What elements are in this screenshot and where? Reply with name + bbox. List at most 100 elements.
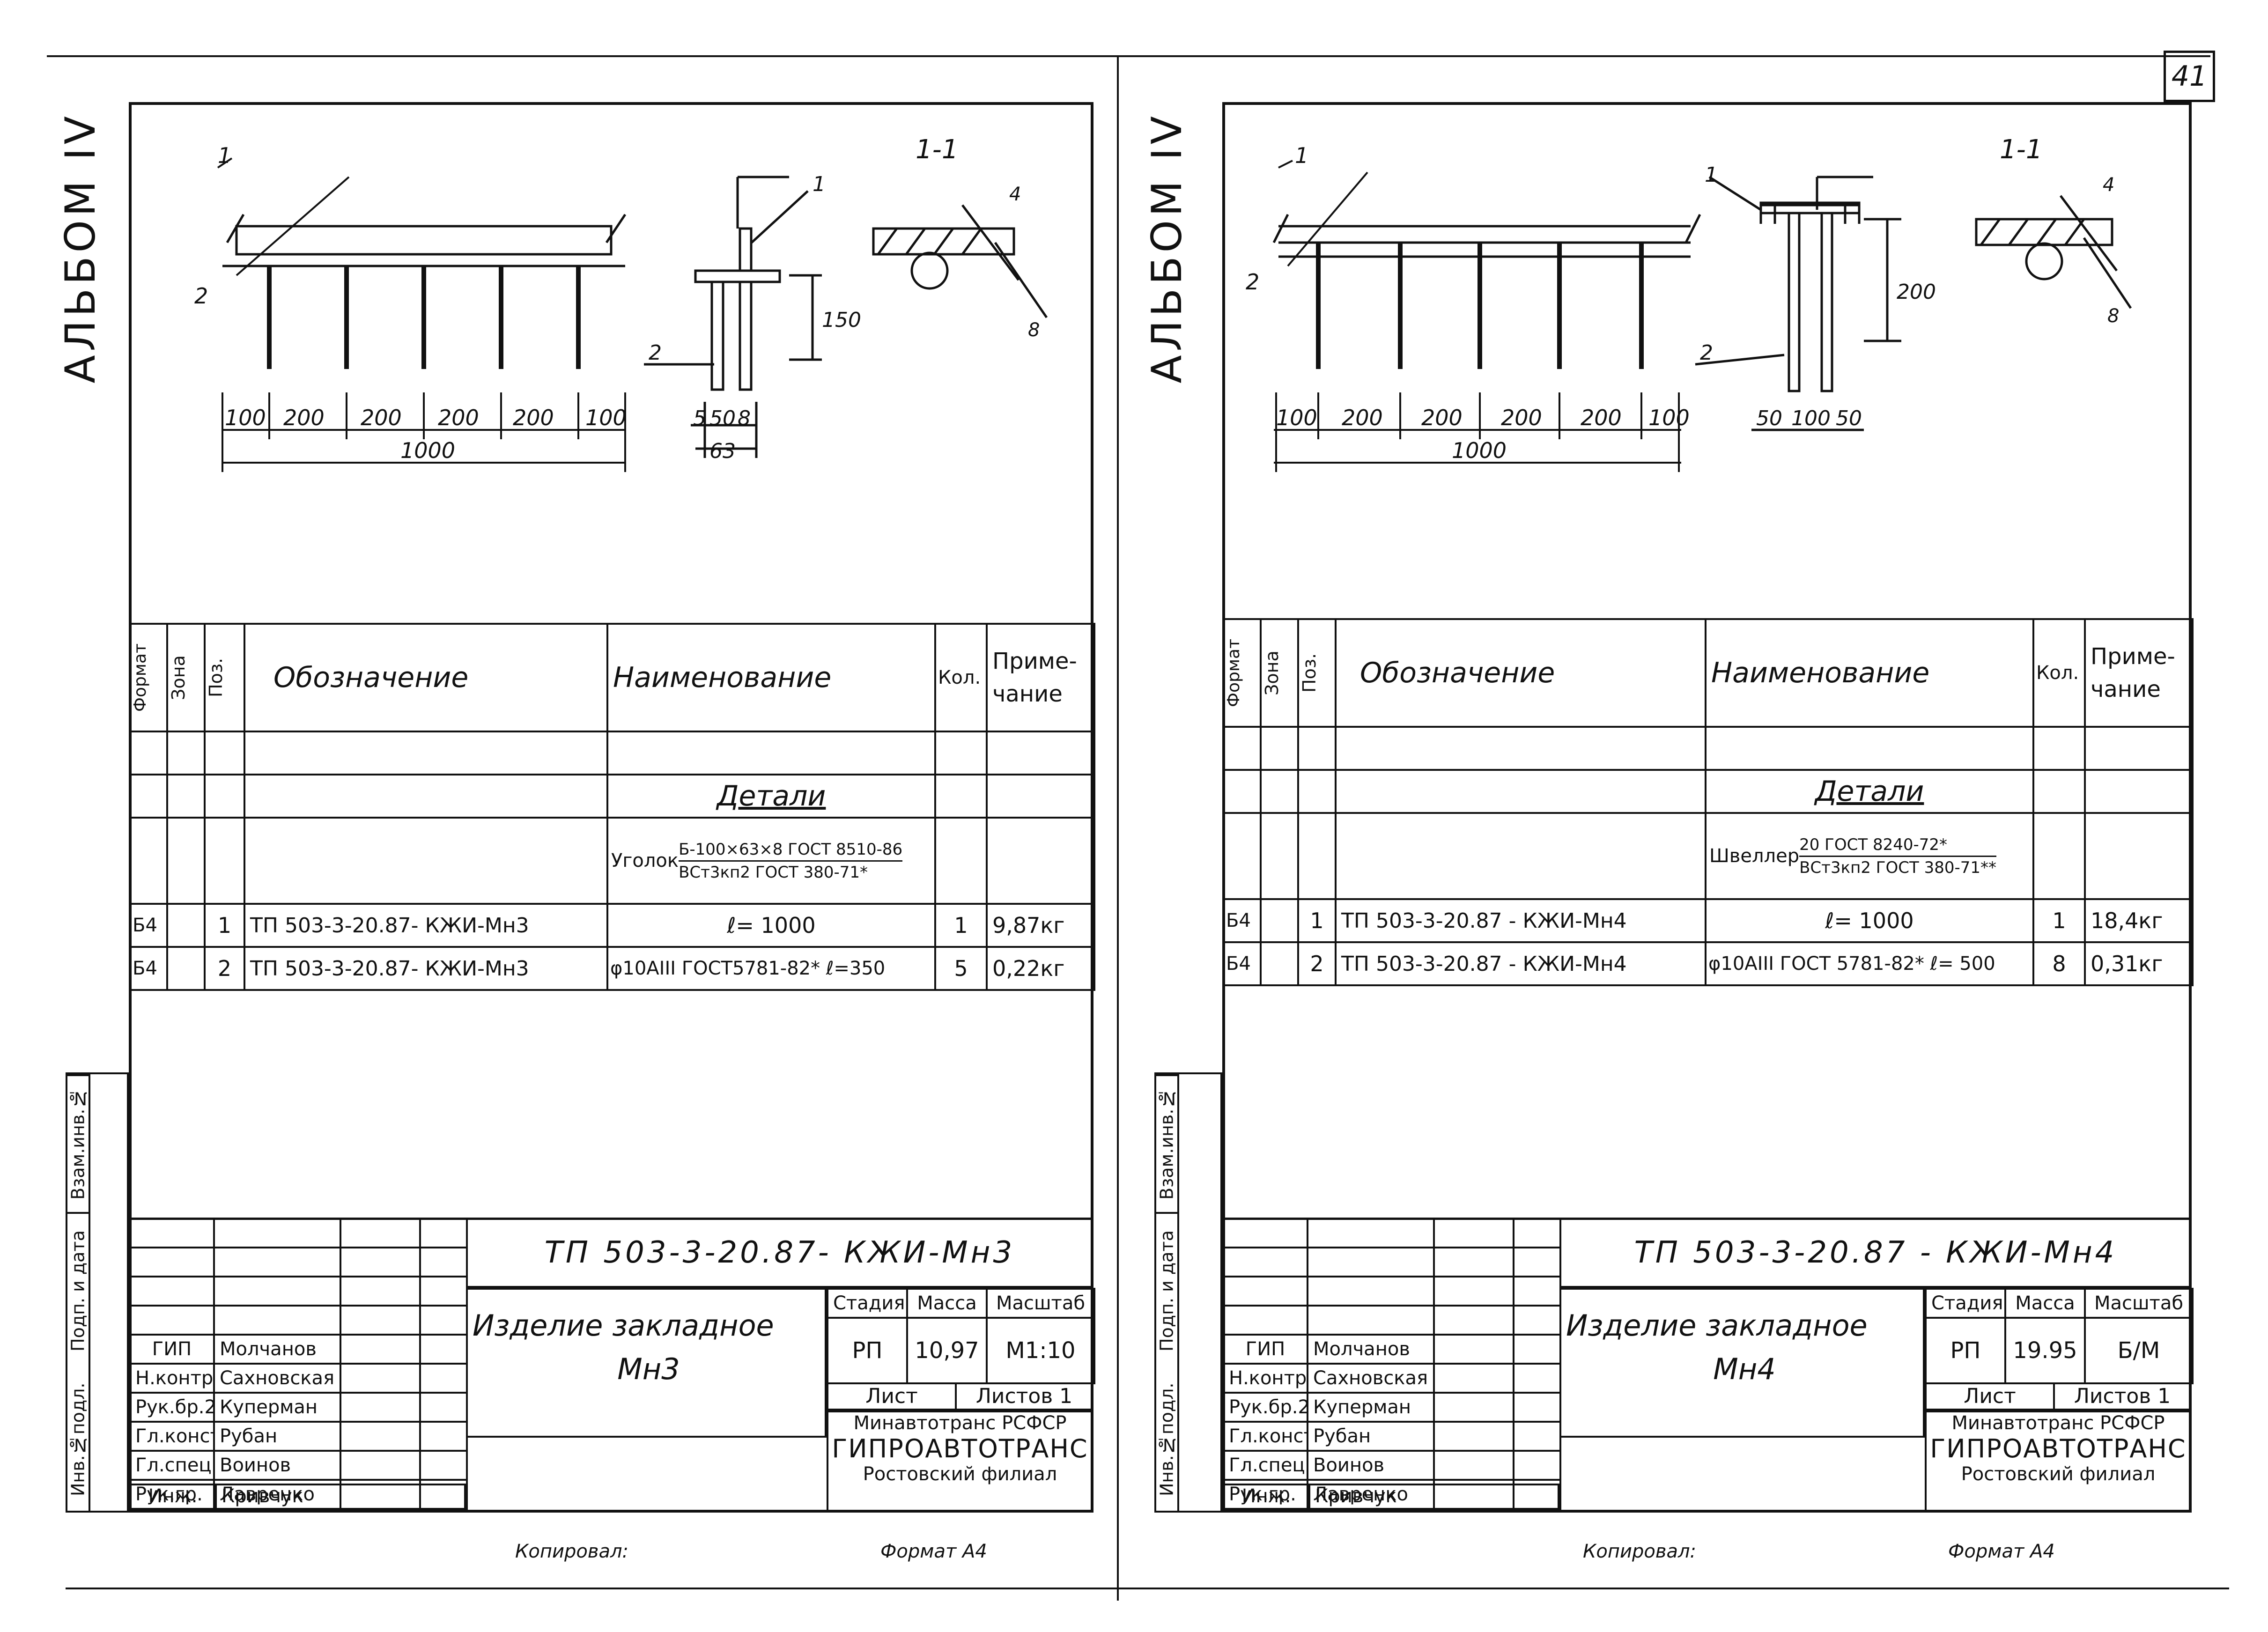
table-cell — [244, 817, 608, 905]
table-cell — [1433, 1363, 1514, 1394]
specification-table: Формат Зона Поз. Обозначение Наименовани… — [1222, 618, 2194, 986]
table-cell: Гл.констр — [1222, 1421, 1308, 1452]
table-cell: φ10АIII ГОСТ 5781-82* ℓ= 500 — [1705, 941, 2034, 986]
plan-dim-1: 100 — [1276, 405, 1317, 430]
table-cell: Рубан — [213, 1421, 341, 1452]
table-cell — [244, 731, 608, 775]
section-view — [1695, 176, 1901, 431]
table-cell — [1513, 1276, 1561, 1307]
table-cell — [1433, 1421, 1514, 1452]
embed-part-drawing: 100 200 200 200 200 100 1000 1 2 1 — [1246, 134, 2132, 472]
table-cell — [1433, 1450, 1514, 1481]
format-label: Формат А4 — [880, 1541, 987, 1562]
hdr-note: Приме-чание — [2084, 618, 2194, 728]
material-profile: Б-100×63×8 ГОСТ 8510-86 — [679, 839, 903, 862]
table-cell — [1513, 1305, 1561, 1336]
table-cell: РП — [827, 1317, 908, 1384]
table-cell — [1260, 898, 1299, 943]
table-cell — [244, 774, 608, 819]
section-height-dim: 150 — [822, 308, 861, 332]
section-dim-3: 50 — [1836, 406, 1862, 430]
table-cell — [934, 774, 988, 819]
spec-row-1: Б4 1 ТП 503-3-20.87- КЖИ-Мн3 ℓ= 1000 1 9… — [129, 903, 1095, 948]
table-cell — [1433, 1334, 1514, 1365]
spec-header-row: Формат Зона Поз. Обозначение Наименовани… — [1222, 618, 2194, 728]
table-cell: Масштаб — [2084, 1288, 2194, 1319]
side-stamp: Взам.инв.№ Подп. и дата Инв.№подл. — [1154, 1072, 1222, 1513]
title-name-line2: Мн4 — [1713, 1352, 1776, 1386]
section-dim-2: 50 — [709, 406, 736, 430]
table-cell: ℓ= 1000 — [1705, 898, 2034, 943]
title-name: Изделие закладное Мн4 — [1559, 1288, 1925, 1438]
table-cell — [166, 903, 206, 948]
table-cell: Б4 — [1222, 898, 1262, 943]
table-cell — [2084, 726, 2194, 771]
plan-dim-4: 200 — [1501, 405, 1542, 430]
stamp-sign-date: Подп. и дата — [67, 1212, 89, 1368]
table-cell: Б4 — [129, 903, 168, 948]
page-top-rule — [47, 55, 2210, 57]
table-cell — [1260, 769, 1299, 814]
stamp-sign-date: Подп. и дата — [1156, 1212, 1177, 1368]
table-cell: 1 — [2032, 898, 2086, 943]
stamp-inv-orig: Инв.№подл. — [67, 1382, 89, 1497]
stamp-inv-replace: Взам.инв.№ — [67, 1074, 89, 1212]
plan-dim-2: 200 — [283, 405, 325, 430]
table-cell: 2 — [1297, 941, 1337, 986]
table-cell — [1297, 812, 1337, 900]
weld-leg-label: 4 — [2103, 174, 2114, 196]
table-cell: ТП 503-3-20.87- КЖИ-Мн3 — [244, 903, 608, 948]
table-cell: 10,97 — [906, 1317, 988, 1384]
table-cell — [1513, 1392, 1561, 1423]
cut-label: 1-1 — [2000, 134, 2042, 165]
table-cell — [1222, 1218, 1308, 1248]
album-label: АЛЬБОМ IV — [56, 112, 104, 384]
table-cell: 1 — [1297, 898, 1337, 943]
table-cell — [129, 1305, 215, 1336]
table-cell — [1260, 726, 1299, 771]
table-cell — [1433, 1218, 1514, 1248]
hdr-zone: Зона — [1260, 618, 1299, 728]
table-cell: Масштаб — [986, 1288, 1095, 1319]
material-profile: 20 ГОСТ 8240-72* — [1799, 834, 1997, 857]
spec-row-2: Б4 2 ТП 503-3-20.87- КЖИ-Мн3 φ10АIII ГОС… — [129, 946, 1095, 991]
table-cell — [419, 1305, 468, 1336]
hdr-qty: Кол. — [2032, 618, 2086, 728]
table-cell — [204, 774, 245, 819]
plan-total-dim: 1000 — [1452, 438, 1507, 463]
hdr-qty: Кол. — [934, 623, 988, 732]
table-cell — [2084, 769, 2194, 814]
spec-material: Уголок Б-100×63×8 ГОСТ 8510-86 ВСт3кп2 Г… — [606, 817, 936, 905]
section-pos1-label: 1 — [1705, 163, 1718, 187]
weld-b-label: 8 — [1028, 319, 1040, 341]
plan-dim-1: 100 — [225, 405, 266, 430]
person-nkontr: Н.контр.Сахновская — [129, 1363, 468, 1394]
table-cell — [1222, 1247, 1308, 1278]
table-cell: ТП 503-3-20.87 - КЖИ-Мн4 — [1335, 941, 1707, 986]
table-cell — [166, 731, 206, 775]
section-height-dim: 200 — [1897, 280, 1936, 304]
table-cell — [1513, 1334, 1561, 1365]
table-cell — [204, 731, 245, 775]
table-cell — [2032, 726, 2086, 771]
title-name-line2: Мн3 — [617, 1352, 680, 1386]
title-name-line1: Изделие закладное — [473, 1308, 774, 1343]
section-pos2-label: 2 — [649, 341, 662, 365]
plan-dim-3: 200 — [361, 405, 402, 430]
spec-section-title: Детали — [1705, 769, 2034, 814]
table-cell: Рук.бр.2 — [129, 1392, 215, 1423]
table-cell — [1222, 769, 1262, 814]
section-dim-1: 5 — [693, 406, 706, 430]
weld-leg-label: 4 — [1009, 184, 1021, 205]
table-cell — [129, 731, 168, 775]
format-label: Формат А4 — [1948, 1541, 2055, 1562]
table-cell: Гл.констр — [129, 1421, 215, 1452]
title-code: ТП 503-3-20.87 - КЖИ-Мн4 — [1559, 1218, 2192, 1288]
table-cell: 1 — [204, 903, 245, 948]
table-cell — [419, 1334, 468, 1365]
table-cell — [1307, 1276, 1435, 1307]
section-pos1-label: 1 — [813, 172, 826, 196]
